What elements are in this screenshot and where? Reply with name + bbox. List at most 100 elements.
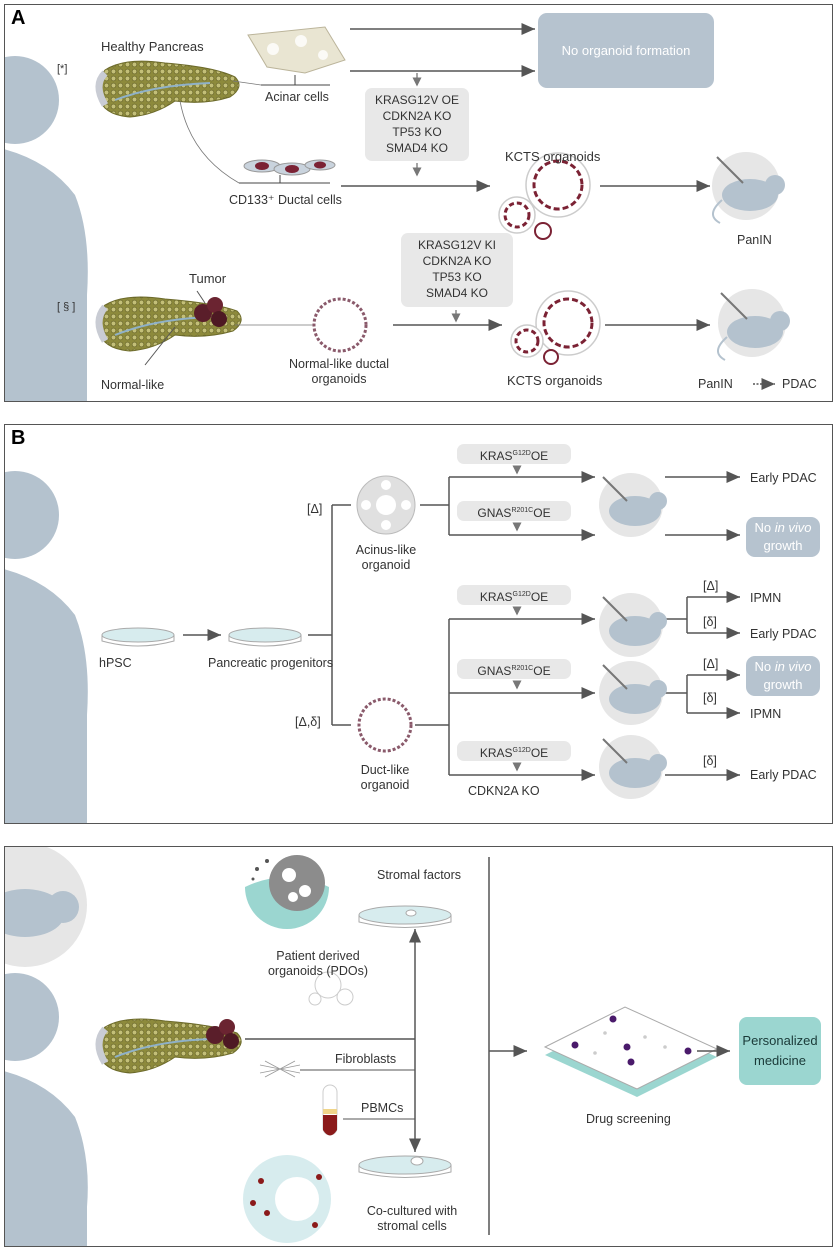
kcts-bottom-label: KCTS organoids [507,373,603,388]
drug-screening-label: Drug screening [586,1112,671,1126]
gnas-oe-box-2: GNASR201COE [457,659,571,679]
kras-oe-box-2: KRASG12DOE [457,585,571,605]
marker-star: [*] [57,63,68,75]
mouse-b3-icon [599,661,667,725]
oe-text-4: OE [533,664,551,678]
acinar-cells-icon [232,26,346,86]
healthy-pancreas-icon [95,60,240,118]
kcts-top-label: KCTS organoids [505,149,601,164]
kcts-organoids-top-icon [498,152,591,240]
marker-section: [ § ] [57,301,76,313]
early-pdac-3: Early PDAC [750,768,817,782]
oe-text-1: OE [530,449,549,463]
oe-text-5: OE [530,746,549,760]
gnas-text-2: GNAS [477,664,512,678]
pdo-magnified-icon [245,847,329,929]
oe-text-3: OE [530,590,549,604]
kras-sup-2: G12D [512,591,531,598]
small-delta-2: [δ] [703,691,717,705]
panel-a-graphics [5,23,790,401]
fibroblasts-label: Fibroblasts [335,1052,397,1066]
gnas-oe-box-1: GNASR201COE [457,501,571,521]
duct-organoid-icon [357,697,413,753]
fibroblasts-icon [259,1060,301,1078]
panel-b: B [4,424,833,824]
in-vivo-text-1: in vivo [774,520,812,535]
duct-label: Duct-like organoid [360,763,410,792]
coculture-label: Co-cultured with stromal cells [366,1204,458,1233]
acinar-cells-label: Acinar cells [265,90,329,104]
big-delta-2: [Δ] [703,657,719,671]
early-pdac-2: Early PDAC [750,627,817,641]
kcts-organoids-bottom-icon [510,290,601,365]
tumor-pancreas-icon [95,290,242,366]
big-delta-1: [Δ] [703,579,719,593]
pdac-bottom-label: PDAC [782,377,817,391]
kras-text-1: KRAS [479,449,513,463]
tumor-label: Tumor [189,271,227,286]
human-silhouette-icon [5,56,88,401]
small-delta-3: [δ] [703,754,717,768]
in-vivo-text-2: in vivo [774,659,812,674]
ipmn-1: IPMN [750,591,782,605]
no-growth-box-2: No in vivo growth [746,656,820,696]
mod-bottom-0: KRASG12V KI [417,238,497,252]
panel-c: C [4,846,833,1247]
progenitor-dish-icon [228,627,302,647]
mouse-b1-icon [599,473,667,537]
panel-b-graphics [5,465,740,823]
mouse-c-icon [5,847,87,967]
delta-d-label: [Δ,δ] [295,715,321,729]
hpsc-dish-icon [101,627,175,647]
acinus-label: Acinus-like organoid [355,543,417,572]
stromal-factors-label: Stromal factors [377,868,462,882]
cdkn2a-label: CDKN2A KO [468,784,540,798]
kras-sup-1: G12D [512,450,531,457]
acinus-organoid-icon [356,475,416,535]
mods-top-box: KRASG12V OE CDKN2A KO TP53 KO SMAD4 KO [365,88,469,161]
pbmcs-label: PBMCs [361,1101,404,1115]
normal-ductal-label: Normal-like ductal organoids [288,357,390,386]
kras-text-3: KRAS [479,746,513,760]
drug-plate-icon [543,1006,719,1097]
mod-bottom-1: CDKN2A KO [422,254,492,268]
mouse-bottom-icon [717,289,790,361]
gnas-text-1: GNAS [477,506,512,520]
growth-text-2: growth [763,677,803,692]
mod-bottom-2: TP53 KO [432,270,482,284]
healthy-pancreas-label: Healthy Pancreas [101,39,204,54]
mod-top-3: SMAD4 KO [385,141,448,155]
mouse-top-icon [712,152,785,224]
no-text-2: No [754,659,775,674]
panel-a: A [4,4,833,402]
mods-bottom-box: KRASG12V KI CDKN2A KO TP53 KO SMAD4 KO [401,233,513,307]
gnas-sup-2: R201C [511,665,534,672]
tumor-pancreas-c-icon [95,1018,242,1074]
ipmn-2: IPMN [750,707,782,721]
human-silhouette-b-icon [5,471,88,823]
human-silhouette-c-icon [5,973,88,1246]
delta-label: [Δ] [307,502,323,516]
panin-top-label: PanIN [737,233,772,247]
small-delta-1: [δ] [703,615,717,629]
hpsc-label: hPSC [99,656,132,670]
ductal-cells-label: CD133⁺ Ductal cells [229,193,342,207]
panin-bottom-label: PanIN [698,377,733,391]
no-text-1: No [754,520,775,535]
mouse-b2-icon [599,593,667,657]
no-organoid-box: No organoid formation [538,13,714,88]
normal-ductal-organoid-icon [312,297,368,353]
pdos-label: Patient derived organoids (PDOs) [267,949,369,978]
oe-text-2: OE [533,506,551,520]
coculture-dish-icon [358,1155,452,1178]
kras-oe-box-3: KRASG12DOE [457,741,571,761]
panel-label-b: B [11,427,26,449]
progenitors-label: Pancreatic progenitors [208,656,334,670]
panel-c-graphics [5,847,730,1246]
kras-sup-3: G12D [512,747,531,754]
mod-top-2: TP53 KO [392,125,442,139]
early-pdac-1: Early PDAC [750,471,817,485]
stromal-dish-icon [358,905,452,928]
pdo-bubbles-icon [308,971,354,1006]
